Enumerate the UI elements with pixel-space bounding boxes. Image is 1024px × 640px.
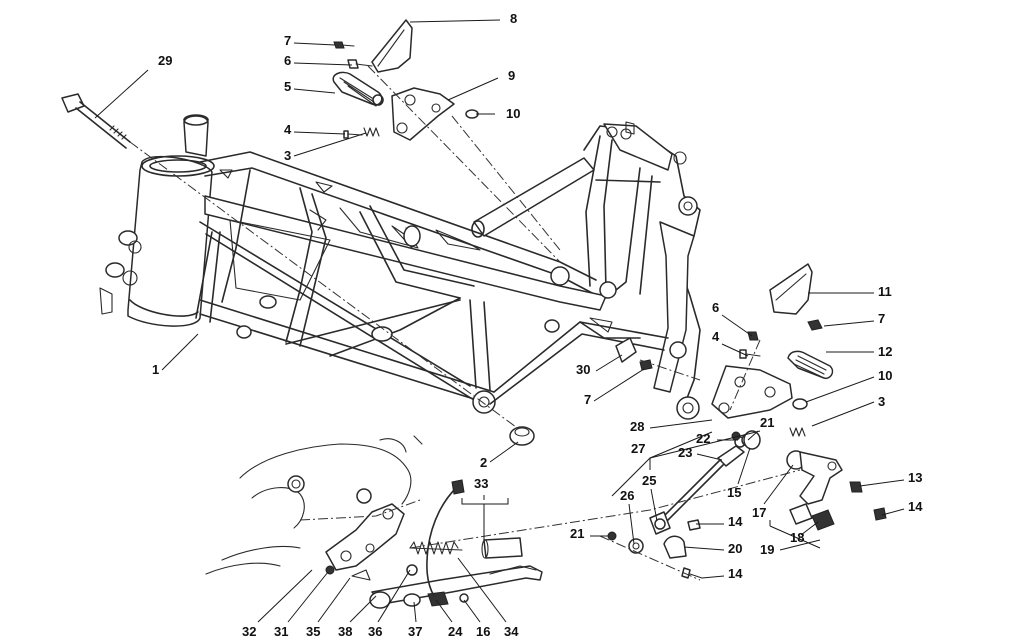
callout-number-c12: 12 <box>878 344 892 359</box>
leader-line-c29 <box>94 69 149 119</box>
leader-line-c3a <box>293 132 367 157</box>
callout-number-c6a: 6 <box>284 53 291 68</box>
callout-number-c15: 15 <box>727 485 741 500</box>
callout-number-c20: 20 <box>728 541 742 556</box>
callout-number-c27: 27 <box>631 441 645 456</box>
leader-line-c7b <box>823 320 875 327</box>
callout-number-c21b: 21 <box>570 526 584 541</box>
callout-number-c36: 36 <box>368 624 382 639</box>
leader-line-c14c <box>701 575 725 579</box>
callout-number-c18: 18 <box>790 530 804 545</box>
leader-line-c2 <box>489 441 519 463</box>
leader-line-c9 <box>447 77 499 101</box>
leader-line-c1 <box>161 333 199 371</box>
callout-number-c10b: 10 <box>878 368 892 383</box>
callout-number-c8: 8 <box>510 11 517 26</box>
leader-line-c26 <box>628 503 635 545</box>
callout-number-c3a: 3 <box>284 148 291 163</box>
callout-number-c7a: 7 <box>284 33 291 48</box>
right-footpeg-assembly <box>615 263 834 437</box>
leader-line-c19 <box>779 539 821 551</box>
pivot-bolt <box>61 93 131 149</box>
callout-number-c34: 34 <box>504 624 519 639</box>
left-footpeg-assembly <box>332 19 479 141</box>
leader-line-c28 <box>649 419 713 429</box>
leader-line-c8 <box>409 19 501 23</box>
leader-line-c6a <box>293 62 353 66</box>
gear-linkage-assembly <box>607 430 887 579</box>
leader-line-c30 <box>595 354 623 372</box>
leader-line-c4b <box>721 343 749 357</box>
leader-line-c18 <box>800 521 819 536</box>
leader-line-c6b <box>721 314 753 337</box>
callout-number-c2: 2 <box>480 455 487 470</box>
callout-number-c32: 32 <box>242 624 256 639</box>
bush <box>509 426 535 446</box>
callout-number-c17: 17 <box>752 505 766 520</box>
callout-number-c28: 28 <box>630 419 644 434</box>
callout-number-c4a: 4 <box>284 122 292 137</box>
callout-number-c38: 38 <box>338 624 352 639</box>
callout-number-c7c: 7 <box>584 392 591 407</box>
callout-number-c37: 37 <box>408 624 422 639</box>
callout-number-c31: 31 <box>274 624 288 639</box>
leader-line-c24 <box>435 599 453 623</box>
callout-number-c4b: 4 <box>712 329 720 344</box>
leader-line-c5a <box>293 88 336 94</box>
callout-number-c30: 30 <box>576 362 590 377</box>
callout-number-c3b: 3 <box>878 394 885 409</box>
callout-number-c10a: 10 <box>506 106 520 121</box>
group-brackets <box>461 431 713 540</box>
leader-line-c38 <box>349 595 377 623</box>
leader-line-c13 <box>859 479 905 487</box>
callout-number-c35: 35 <box>306 624 320 639</box>
callout-number-c22: 22 <box>696 431 710 446</box>
leader-line-c37 <box>413 601 417 623</box>
callout-number-c9: 9 <box>508 68 515 83</box>
callout-number-c19: 19 <box>760 542 774 557</box>
callout-number-c7b: 7 <box>878 311 885 326</box>
leader-line-c35 <box>317 577 351 623</box>
leader-line-c32 <box>257 569 313 623</box>
leader-line-c7a <box>293 42 336 46</box>
leader-line-c15 <box>737 447 751 485</box>
leader-line-c36 <box>377 569 411 623</box>
callout-number-c13: 13 <box>908 470 922 485</box>
leader-line-c27 <box>649 430 761 459</box>
leader-line-c20 <box>683 546 725 551</box>
callout-number-c16: 16 <box>476 624 490 639</box>
callout-number-c23: 23 <box>678 445 692 460</box>
side-stand-assembly <box>205 435 543 609</box>
leader-line-c17 <box>763 464 794 505</box>
callout-number-c11: 11 <box>878 284 892 299</box>
leader-line-c3b <box>811 401 875 427</box>
leader-line-c16 <box>463 599 481 623</box>
callout-number-c14c: 14 <box>728 566 743 581</box>
callout-number-c26: 26 <box>620 488 634 503</box>
callout-number-c6b: 6 <box>712 300 719 315</box>
callout-number-c21a: 21 <box>760 415 774 430</box>
leader-line-c21a <box>747 430 759 441</box>
leader-line-c34 <box>457 557 507 623</box>
callout-number-c5a: 5 <box>284 79 291 94</box>
leader-line-c31 <box>287 571 329 623</box>
callout-number-c29: 29 <box>158 53 172 68</box>
leader-line-c25 <box>650 488 658 522</box>
leader-line-c10b <box>805 376 875 403</box>
frame-assembly <box>99 114 701 420</box>
callout-number-c1: 1 <box>152 362 159 377</box>
leader-line-c7c <box>593 368 645 402</box>
callout-number-c14b: 14 <box>728 514 743 529</box>
callout-number-c25: 25 <box>642 473 656 488</box>
leader-line-c23 <box>696 453 723 461</box>
leader-line-c14a <box>881 508 905 516</box>
callout-number-c33: 33 <box>474 476 488 491</box>
leader-line-c4a <box>293 131 346 135</box>
assembly-centerlines <box>129 65 801 581</box>
callout-number-c14a: 14 <box>908 499 923 514</box>
callout-number-c24: 24 <box>448 624 463 639</box>
